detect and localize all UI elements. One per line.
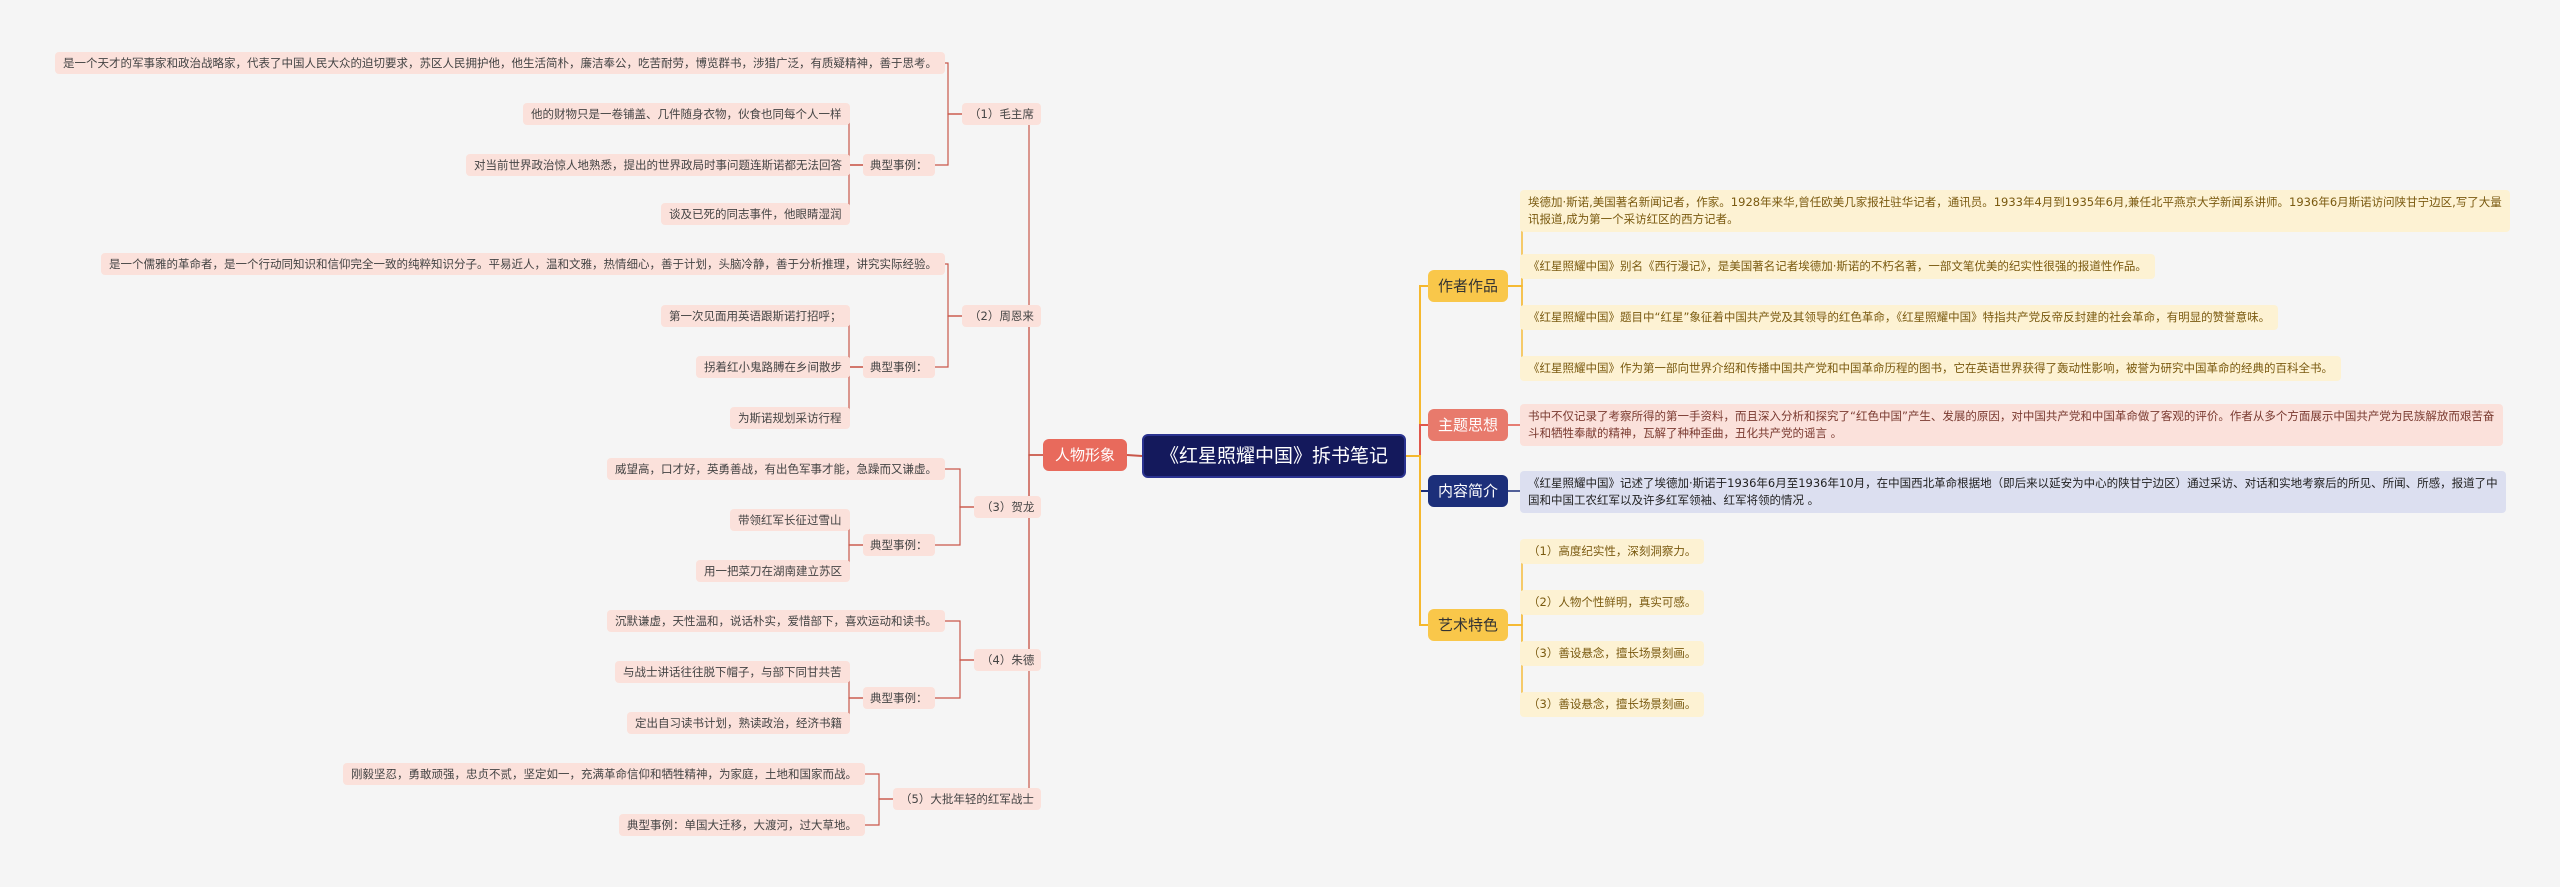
group-young-soldiers[interactable]: （5）大批年轻的红军战士 (893, 788, 1041, 810)
zhou-intro: 是一个儒雅的革命者，是一个行动同知识和信仰完全一致的纯粹知识分子。平易近人，温和… (101, 253, 945, 275)
art-item: （3）善设悬念，擅长场景刻画。 (1520, 692, 1705, 717)
art-item: （3）善设悬念，擅长场景刻画。 (1520, 641, 1705, 666)
he-long-examples-label[interactable]: 典型事例： (863, 534, 935, 556)
branch-summary[interactable]: 内容简介 (1428, 475, 1509, 507)
group-zhou[interactable]: （2）周恩来 (962, 305, 1041, 327)
connector (935, 315, 962, 368)
author-item: 《红星照耀中国》别名《西行漫记》，是美国著名记者埃德加·斯诺的不朽名著，一部文笔… (1520, 254, 2155, 279)
zhu-de-intro: 沉默谦虚，天性温和，说话朴实，爱惜部下，喜欢运动和读书。 (607, 610, 945, 632)
branch-theme[interactable]: 主题思想 (1428, 409, 1509, 441)
branch-art-features[interactable]: 艺术特色 (1428, 609, 1509, 641)
zhou-example: 拐着红小鬼路膊在乡间散步 (696, 356, 850, 378)
connector (848, 315, 863, 368)
connector (1406, 455, 1428, 626)
connector (935, 113, 962, 166)
connector (1126, 454, 1143, 457)
connector (945, 62, 962, 115)
connector (848, 544, 863, 572)
connector (848, 164, 863, 215)
author-item: 《红星照耀中国》题目中“红星”象征着中国共产党及其领导的红色革命，《红星照耀中国… (1520, 305, 2279, 330)
zhu-de-examples-label[interactable]: 典型事例： (863, 687, 935, 709)
connector (935, 659, 974, 699)
zhou-examples-label[interactable]: 典型事例： (863, 356, 935, 378)
young-soldiers-intro: 刚毅坚忍，勇敢顽强，忠贞不贰，坚定如一，充满革命信仰和牺牲精神，为家庭，土地和国… (343, 763, 865, 785)
he-long-example: 带领红军长征过雪山 (730, 509, 850, 531)
he-long-example: 用一把菜刀在湖南建立苏区 (696, 560, 850, 582)
branch-characters[interactable]: 人物形象 (1043, 439, 1128, 471)
group-zhu-de[interactable]: （4）朱德 (974, 649, 1042, 671)
mao-intro: 是一个天才的军事家和政治战略家，代表了中国人民大众的迫切要求，苏区人民拥护他，他… (55, 52, 945, 74)
connector (1406, 455, 1428, 492)
zhu-de-example: 定出自习读书计划，熟读政治，经济书籍 (627, 712, 850, 734)
connector (1028, 113, 1043, 456)
connector (848, 697, 863, 724)
young-soldiers-example: 典型事例：单国大迁移，大渡河，过大草地。 (619, 814, 865, 836)
connector (865, 798, 893, 826)
mao-example: 对当前世界政治惊人地熟悉，提出的世界政局时事问题连斯诺都无法回答 (466, 154, 850, 176)
group-mao[interactable]: （1）毛主席 (962, 103, 1041, 125)
connector (1028, 454, 1043, 661)
root-node[interactable]: 《红星照耀中国》拆书笔记 (1142, 434, 1407, 478)
mao-examples-label[interactable]: 典型事例： (863, 154, 935, 176)
connector (848, 519, 863, 546)
mao-example: 他的财物只是一卷铺盖、几件随身衣物，伙食也同每个人一样 (523, 103, 850, 125)
connector (848, 671, 863, 699)
art-item: （2）人物个性鲜明，真实可感。 (1520, 590, 1705, 615)
connector (1406, 285, 1428, 457)
connector (865, 773, 893, 800)
author-item: 埃德加·斯诺,美国著名新闻记者，作家。1928年来华,曾任欧美几家报社驻华记者，… (1520, 190, 2510, 232)
group-he-long[interactable]: （3）贺龙 (974, 496, 1042, 518)
zhu-de-example: 与战士讲话往往脱下帽子，与部下同甘共苦 (615, 661, 850, 683)
connector (945, 468, 974, 508)
he-long-intro: 威望高，口才好，英勇善战，有出色军事才能，急躁而又谦虚。 (607, 458, 945, 480)
zhou-example: 为斯诺规划采访行程 (730, 407, 850, 429)
author-item: 《红星照耀中国》作为第一部向世界介绍和传播中国共产党和中国革命历程的图书，它在英… (1520, 356, 2341, 381)
connector (945, 620, 974, 661)
connector (935, 506, 974, 546)
mao-example: 谈及已死的同志事件，他眼睛湿润 (661, 203, 850, 225)
connector (945, 263, 962, 317)
connector (1028, 315, 1043, 456)
art-item: （1）高度纪实性，深刻洞察力。 (1520, 539, 1705, 564)
connector (848, 113, 863, 166)
zhou-example: 第一次见面用英语跟斯诺打招呼； (661, 305, 850, 327)
connector (848, 366, 863, 419)
summary-text: 《红星照耀中国》记述了埃德加·斯诺于1936年6月至1936年10月，在中国西北… (1520, 471, 2506, 513)
theme-text: 书中不仅记录了考察所得的第一手资料，而且深入分析和探究了“红色中国”产生、发展的… (1520, 404, 2503, 446)
connector (1406, 424, 1428, 457)
branch-author-works[interactable]: 作者作品 (1428, 270, 1509, 302)
